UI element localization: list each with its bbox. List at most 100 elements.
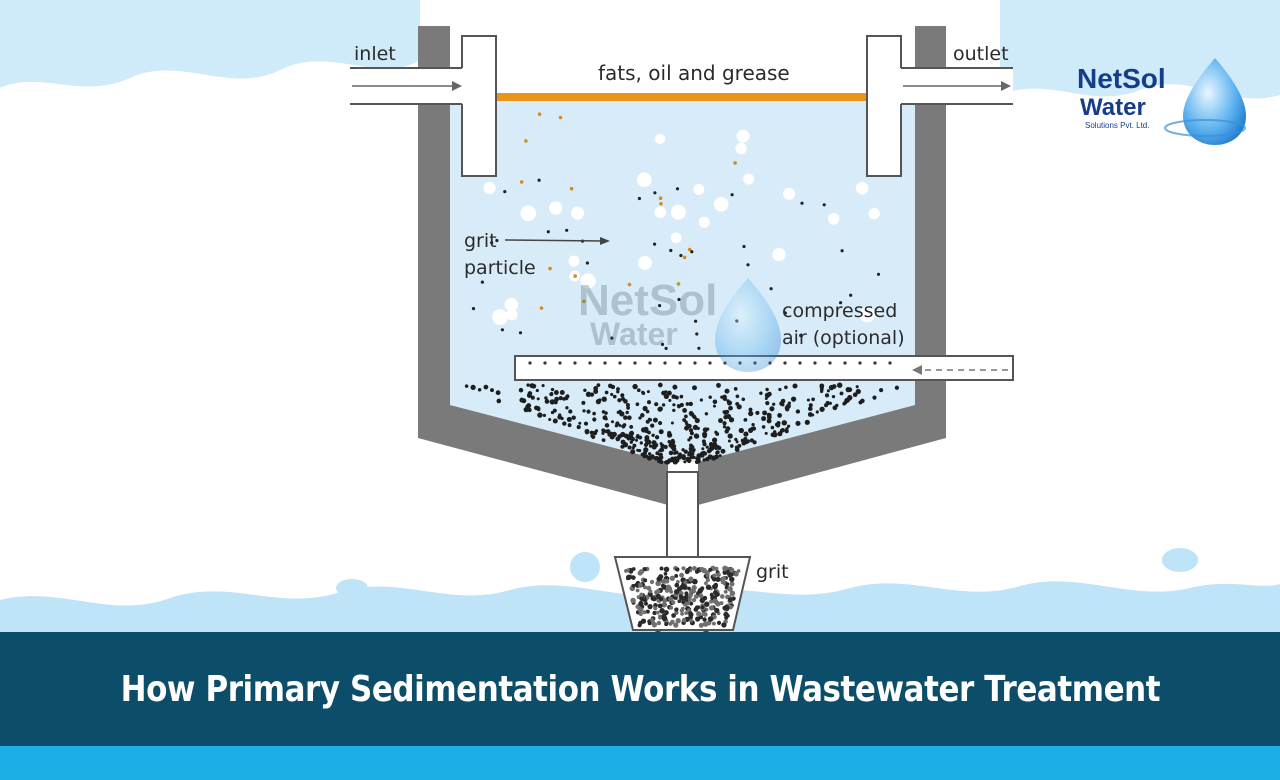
grit-particle <box>596 383 601 387</box>
grit-particle <box>687 451 692 456</box>
grit-particle <box>743 431 749 437</box>
grit-particle <box>795 409 801 414</box>
grit-particle <box>683 460 687 464</box>
grit-piece <box>696 605 701 610</box>
grit-particle <box>712 442 717 446</box>
grit-particle <box>617 398 622 403</box>
grit-particle <box>620 431 626 438</box>
grit-particle <box>683 449 688 454</box>
grit-piece <box>721 622 727 628</box>
grit-particle <box>685 402 690 406</box>
oil-droplet <box>573 274 577 278</box>
grit-piece <box>687 597 692 602</box>
grit-particle <box>641 390 645 395</box>
wave-blob <box>1162 548 1198 572</box>
grit-particle <box>826 389 830 393</box>
grit-particle <box>659 447 665 453</box>
air-bubble <box>713 197 729 212</box>
diffuser-hole <box>828 361 832 365</box>
grit-piece <box>661 615 668 622</box>
grit-particle <box>728 417 735 423</box>
grit-piece <box>723 611 729 618</box>
air-bubble <box>827 213 840 225</box>
label-outlet: outlet <box>953 43 1009 65</box>
grit-particle <box>785 403 791 409</box>
grit-particle <box>636 448 640 452</box>
grit-piece <box>639 596 645 602</box>
grit-particle <box>525 404 531 410</box>
grit-piece <box>702 621 709 627</box>
wave-blob <box>570 552 600 582</box>
diffuser-hole <box>573 361 577 365</box>
label-air-2: air (optional) <box>782 327 905 349</box>
grit-piece <box>693 594 698 599</box>
grit-particle <box>752 440 757 445</box>
grit-particle <box>748 407 753 412</box>
grit-particle <box>784 385 788 390</box>
oil-droplets <box>519 112 737 310</box>
grit-particle <box>702 441 707 447</box>
grit-particle <box>735 394 740 399</box>
grit-piece <box>700 586 705 591</box>
grit-particle <box>677 297 681 302</box>
grit-piece <box>656 620 662 626</box>
grit-particle <box>684 425 690 430</box>
grit-particle <box>490 388 494 393</box>
grit-particle <box>696 453 702 459</box>
grit-particle <box>690 250 694 254</box>
grit-piece <box>637 582 643 588</box>
grit-particle <box>640 413 645 418</box>
grit-particle <box>708 395 712 399</box>
grit-particle <box>652 417 658 423</box>
grit-particle <box>635 435 640 439</box>
grit-particle <box>548 417 552 422</box>
air-bubble <box>568 255 580 267</box>
grit-particle <box>635 402 640 407</box>
grit-piece <box>699 566 705 572</box>
grit-piece <box>714 566 719 571</box>
grit-piece <box>680 606 685 611</box>
label-inlet: inlet <box>354 43 396 65</box>
grit-particle <box>715 450 720 455</box>
air-bubble <box>520 205 537 222</box>
grit-particle <box>626 436 631 441</box>
grit-particle <box>722 396 728 401</box>
oil-droplet <box>519 180 524 184</box>
grit-piece <box>626 568 630 573</box>
grit-particle <box>668 398 672 402</box>
air-bubble <box>693 183 705 195</box>
grit-particle <box>766 412 771 417</box>
grit-particle <box>658 456 663 461</box>
grit-particle <box>654 402 659 407</box>
grit-piece <box>665 584 672 590</box>
grit-particle <box>840 249 844 253</box>
grit-particle <box>594 429 599 433</box>
collected-grit <box>624 565 741 628</box>
diffuser-hole <box>618 361 622 365</box>
grit-piece <box>628 569 634 574</box>
grit-particle <box>694 460 699 464</box>
grit-particle <box>527 391 533 396</box>
grit-particle <box>759 391 763 395</box>
grit-particle <box>664 346 668 350</box>
grit-particle <box>477 388 482 392</box>
diffuser-hole <box>798 361 802 365</box>
grit-piece <box>684 611 689 615</box>
grit-particle <box>712 404 717 408</box>
grit-particle <box>550 387 555 392</box>
grit-piece <box>707 616 714 622</box>
grit-particle <box>601 438 605 442</box>
grit-particle <box>648 444 653 448</box>
grit-piece <box>702 617 707 622</box>
grit-piece <box>625 574 632 581</box>
grit-particle <box>629 440 633 444</box>
grit-particle <box>770 432 776 438</box>
grit-particle <box>765 387 769 392</box>
air-bubble <box>868 207 880 220</box>
grit-particle <box>650 423 655 428</box>
watermark-drop-icon <box>715 278 781 372</box>
grit-piece <box>638 620 643 626</box>
grit-particle <box>808 406 813 411</box>
grit-particle <box>671 394 676 399</box>
grit-particle <box>751 422 755 427</box>
